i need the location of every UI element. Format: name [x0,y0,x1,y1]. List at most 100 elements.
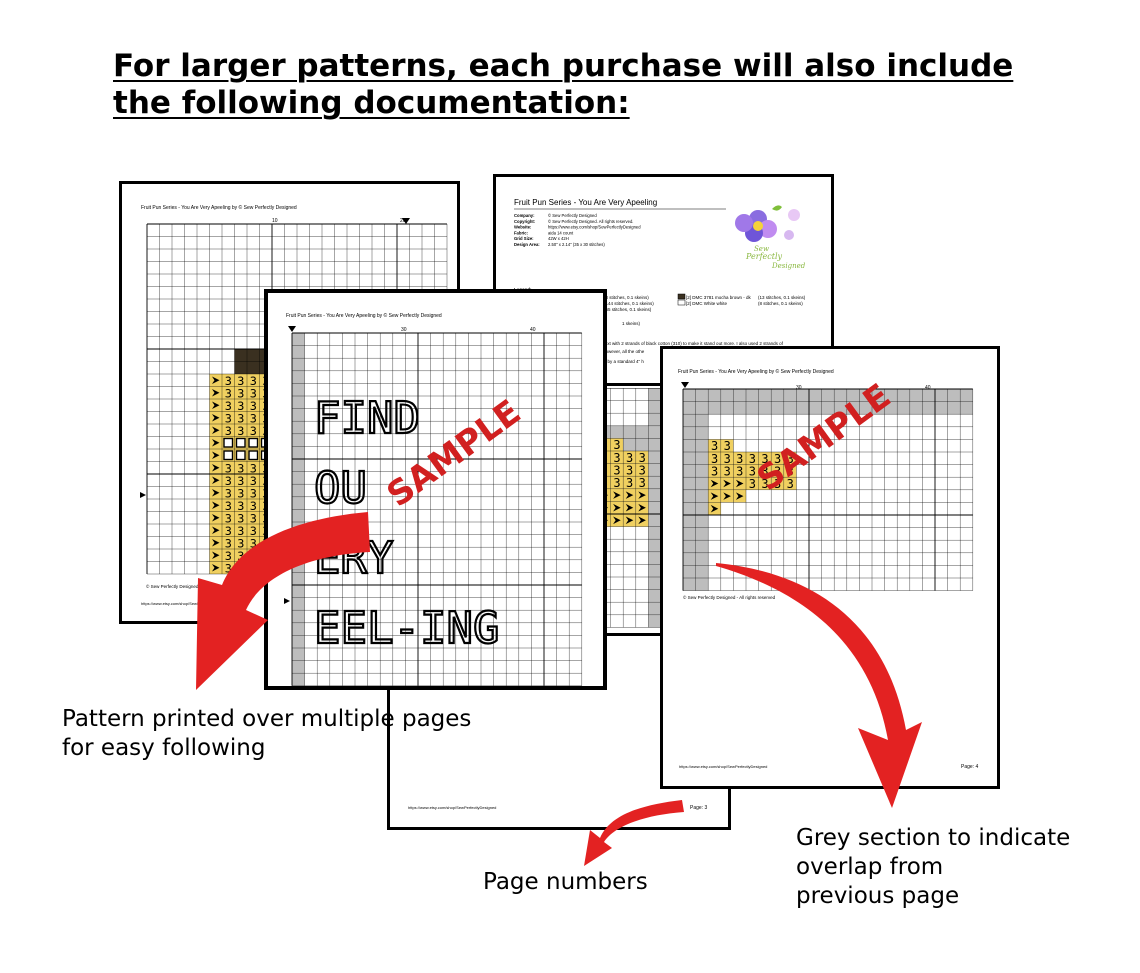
chart-symbol-3: 3 [225,424,232,438]
chart-symbol-3: 3 [225,399,232,413]
chart-symbol-3: 3 [724,464,731,478]
chart-symbol-3: 3 [749,464,756,478]
page-1-copyright: © Sew Perfectly Designed - All rights re… [146,583,239,589]
cover-note-1: ten text with 2 strands of black cotton … [596,341,784,346]
page-1-footer-url: https://www.etsy.com/shop/SewPerfectlyDe… [141,601,229,606]
chart-symbol-3: 3 [761,464,768,478]
chart-symbol-3: 3 [761,477,768,491]
chart-symbol-3: 3 [225,499,232,513]
cover-note-3: rmed by a standard 4" h [596,359,644,364]
skeins-note: 1 skeins) [622,321,641,326]
legend-row-right-count: (8 stitches, 0.1 skeins) [758,301,803,306]
legend-row-left: (65 stitches, 0.1 skeins) [604,307,652,312]
chart-symbol-3: 3 [250,411,257,425]
chart-symbol-3: 3 [250,461,257,475]
chart-symbol-3: 3 [250,374,257,388]
logo-word-3: Designed [771,262,806,270]
chart-symbol-3: 3 [787,477,794,491]
chart-symbol-3: 3 [724,439,731,453]
cover-detail-value: aida 14 count [548,230,574,235]
chart-symbol-3: 3 [250,561,257,575]
sheet-page-2: Fruit Pun Series - You Are Very Apeeling… [264,289,607,690]
cover-note-2: th. However, all the othe [596,349,645,354]
legend-row-right-desc: [2] DMC 3781 mocha brown - dk [686,295,752,300]
caption-multiple-pages: Pattern printed over multiple pages for … [62,705,471,763]
cover-detail-label: Design Area: [514,242,540,247]
logo-flower-icon [735,205,800,242]
chart-symbol-3: 3 [787,464,794,478]
big-text-line: ERY [314,533,393,584]
caption-page-numbers-text: Page numbers [483,869,648,895]
chart-symbol-3: 3 [749,452,756,466]
chart-symbol-3: 3 [237,386,244,400]
caption-grey-line-1: Grey section to indicate [796,825,1071,851]
chart-symbol-3: 3 [639,476,646,490]
chart-symbol-3: 3 [736,464,743,478]
page-3-number: Page: 3 [690,805,707,811]
cover-detail-value: 2.50" x 2.14" (35 x 30 stitches) [548,242,605,247]
chart-symbol-3: 3 [724,452,731,466]
chart-symbol-3: 3 [250,474,257,488]
chart-symbol-3: 3 [250,424,257,438]
chart-symbol-3: 3 [613,463,620,477]
chart-symbol-3: 3 [237,424,244,438]
chart-symbol-3: 3 [613,438,620,452]
big-text-line: EEL-ING [314,603,499,654]
chart-symbol-3: 3 [711,452,718,466]
chart-symbol-3: 3 [749,477,756,491]
chart-symbol-3: 3 [736,452,743,466]
page-2-axis-30: 30 [401,327,407,333]
page-2-axis-40: 40 [530,327,536,333]
caption-grey-line-3: previous page [796,883,960,909]
page-4-axis-30: 30 [796,385,802,391]
cover-detail-label: Fabric: [514,230,528,235]
cover-detail-label: Copyright: [514,219,535,224]
caption-page-numbers: Page numbers [483,868,648,897]
big-text-line: OU [314,463,367,514]
chart-symbol-3: 3 [250,499,257,513]
caption-grey-line-2: overlap from [796,854,944,880]
cover-detail-value: © Sew Perfectly Designed. All rights res… [548,219,633,224]
chart-symbol-3: 3 [237,461,244,475]
legend-rows: (8 stitches, 0.1 skeins)(144 stitches, 0… [604,293,806,312]
chart-symbol-3: 3 [225,386,232,400]
chart-symbol-3: 3 [613,451,620,465]
chart-symbol-3: 3 [787,452,794,466]
chart-symbol-3: 3 [250,386,257,400]
chart-symbol-3: 3 [626,476,633,490]
page-2-grid: FIND OU ERY EEL-ING [284,326,582,686]
chart-symbol-3: 3 [237,561,244,575]
big-text-line: FIND [314,393,420,444]
page-4-axis-40: 40 [925,385,931,391]
logo-word-2: Perfectly [745,252,783,261]
caption-multiple-pages-line-2: for easy following [62,735,266,761]
chart-symbol-3: 3 [711,439,718,453]
chart-symbol-3: 3 [225,561,232,575]
cover-detail-value: https://www.etsy.com/shop/SewPerfectlyDe… [548,225,641,230]
chart-symbol-3: 3 [237,399,244,413]
sheet-page-4: Fruit Pun Series - You Are Very Apeeling… [660,346,1000,789]
chart-symbol-3: 3 [626,463,633,477]
page-1-header: Fruit Pun Series - You Are Very Apeeling… [141,204,297,211]
legend-row-left: (8 stitches, 0.1 skeins) [604,295,649,300]
caption-multiple-pages-line-1: Pattern printed over multiple pages [62,706,472,732]
chart-symbol-3: 3 [774,452,781,466]
cover-detail-label: Grid Size: [514,236,534,241]
headline-line-2: the following documentation: [113,85,630,121]
chart-symbol-3: 3 [613,476,620,490]
cover-title: Fruit Pun Series - You Are Very Apeeling [514,198,657,207]
chart-symbol-3: 3 [250,399,257,413]
chart-symbol-3: 3 [774,477,781,491]
chart-symbol-3: 3 [250,486,257,500]
page-1-axis-20: 20 [400,218,406,224]
chart-symbol-3: 3 [774,464,781,478]
page-2-header: Fruit Pun Series - You Are Very Apeeling… [286,312,442,319]
chart-symbol-3: 3 [639,451,646,465]
legend-row-right-desc: [2] DMC White white [686,301,728,306]
chart-symbol-3: 3 [225,474,232,488]
chart-symbol-3: 3 [237,474,244,488]
chart-symbol-3: 3 [225,486,232,500]
